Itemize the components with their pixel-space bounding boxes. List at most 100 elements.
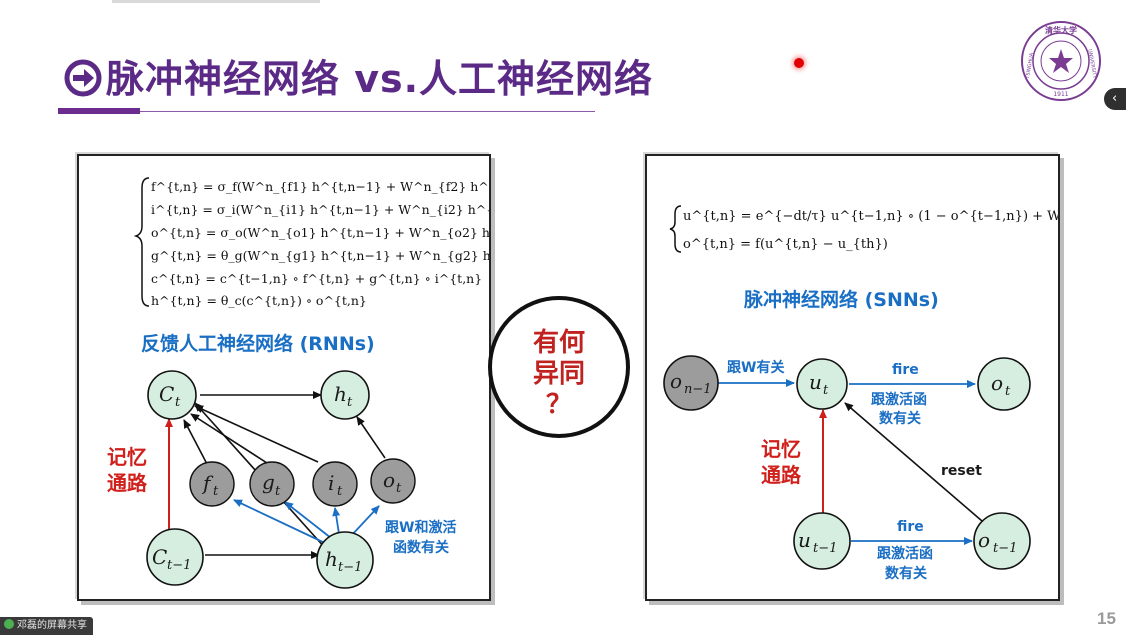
slide-title-text: 脉冲神经网络 vs.人工神经网络 <box>106 57 654 101</box>
svg-text:t−1: t−1 <box>338 560 362 575</box>
rnn-memory-label: 记忆 <box>107 445 147 469</box>
svg-text:t: t <box>275 484 281 499</box>
snn-diagram: u^{t,n} = e^{−dt/τ} u^{t−1,n} ∘ (1 − o^{… <box>663 205 1058 582</box>
snn-equation: u^{t,n} = e^{−dt/τ} u^{t−1,n} ∘ (1 − o^{… <box>683 209 1058 224</box>
svg-text:t: t <box>347 395 353 410</box>
svg-text:C: C <box>159 382 174 406</box>
question-text: 有何 异同 ？ <box>492 328 626 421</box>
collapse-panel-button[interactable]: ‹ <box>1104 88 1126 110</box>
page-number: 15 <box>1097 609 1116 628</box>
svg-text:h: h <box>334 382 347 406</box>
question-line: 有何 <box>532 328 585 358</box>
svg-text:t: t <box>213 484 219 499</box>
node-h-t: h t <box>320 370 370 420</box>
rnn-equation: o^{t,n} = σ_o(W^n_{o1} h^{t,n−1} + W^n_{… <box>151 225 489 240</box>
edge-hprev-ot <box>349 505 380 538</box>
chevron-left-icon: ‹ <box>1112 91 1118 106</box>
node-c-t: C t <box>147 370 197 420</box>
node-o-t: o t <box>977 357 1031 411</box>
svg-text:t: t <box>823 383 829 398</box>
svg-text:u: u <box>809 370 822 394</box>
snn-reset-label: reset <box>941 463 982 479</box>
screen-share-label: 邓磊的屏幕共享 <box>17 620 87 631</box>
title-underline <box>140 111 595 112</box>
node-u-t: u t <box>796 358 848 410</box>
university-logo: 清华大学 TSINGHUA UNIVERSITY 1911 <box>1021 21 1101 101</box>
window-top-stub <box>112 0 320 3</box>
svg-text:h: h <box>325 547 338 571</box>
rnn-memory-label: 通路 <box>107 471 148 495</box>
svg-text:o: o <box>383 468 395 492</box>
svg-text:o: o <box>978 528 990 552</box>
node-c-prev: C t−1 <box>146 528 204 586</box>
snn-activation-label: 跟激活函 <box>871 391 927 408</box>
rnn-heading: 反馈人工神经网络 (RNNs) <box>141 332 375 355</box>
snn-activation-label: 数有关 <box>879 410 921 427</box>
svg-text:t−1: t−1 <box>993 541 1017 556</box>
edge-hprev-gt <box>284 501 332 539</box>
snn-activation-label: 跟激活函 <box>877 545 933 562</box>
edge-hprev-ft <box>233 499 328 545</box>
snn-memory-label: 通路 <box>761 463 802 487</box>
rnn-w-label: 函数有关 <box>393 539 449 556</box>
svg-text:g: g <box>262 470 275 494</box>
equation-brace <box>133 177 150 307</box>
snn-equation: o^{t,n} = f(u^{t,n} − u_{th}) <box>683 237 888 252</box>
snn-fire-label: fire <box>897 519 924 535</box>
logo-right-text: UNIVERSITY <box>1086 49 1097 80</box>
svg-text:n−1: n−1 <box>684 382 712 397</box>
edge-ft-ct <box>183 419 208 465</box>
snn-fire-label: fire <box>892 362 919 378</box>
node-f-t: f t <box>189 461 235 507</box>
rnn-equation: h^{t,n} = θ_c(c^{t,n}) ∘ o^{t,n} <box>151 293 367 308</box>
svg-text:C: C <box>152 545 167 569</box>
svg-text:i: i <box>328 471 334 495</box>
laser-pointer-dot <box>794 58 804 68</box>
node-o-tprev: o t−1 <box>973 512 1031 570</box>
node-o-nprev: o n−1 <box>663 355 719 411</box>
svg-text:u: u <box>798 528 811 552</box>
snn-panel: u^{t,n} = e^{−dt/τ} u^{t−1,n} ∘ (1 − o^{… <box>645 154 1060 601</box>
question-line: ？ <box>545 390 572 420</box>
equation-brace <box>669 205 682 253</box>
snn-memory-label: 记忆 <box>761 437 801 461</box>
svg-text:t: t <box>1005 384 1011 399</box>
svg-text:t: t <box>175 395 181 410</box>
rnn-w-label: 跟W和激活 <box>385 519 456 536</box>
snn-heading: 脉冲神经网络 (SNNs) <box>743 288 939 311</box>
node-o-t: o t <box>370 458 416 504</box>
edge-ot-ht <box>356 416 386 459</box>
arrow-bullet-icon <box>64 59 102 97</box>
node-u-prev: u t−1 <box>793 512 851 570</box>
logo-top-text: 清华大学 <box>1045 25 1077 35</box>
svg-text:o: o <box>670 369 682 393</box>
edge-gt-ct <box>190 413 268 464</box>
rnn-equation: g^{t,n} = θ_g(W^n_{g1} h^{t,n−1} + W^n_{… <box>151 248 489 263</box>
edge-reset <box>844 402 983 522</box>
rnn-diagram: f^{t,n} = σ_f(W^n_{f1} h^{t,n−1} + W^n_{… <box>107 177 489 589</box>
svg-text:t−1: t−1 <box>167 558 191 573</box>
node-g-t: g t <box>249 461 295 507</box>
svg-text:t: t <box>337 484 343 499</box>
screen-share-badge[interactable]: 邓磊的屏幕共享 <box>0 617 93 635</box>
svg-text:t−1: t−1 <box>813 541 837 556</box>
node-i-t: i t <box>312 461 358 507</box>
question-circle: 有何 异同 ？ <box>488 296 630 438</box>
slide-title: 脉冲神经网络 vs.人工神经网络 <box>64 48 653 108</box>
snn-activation-label: 数有关 <box>885 565 927 582</box>
microphone-icon <box>4 619 14 629</box>
edge-hprev-it <box>332 507 341 535</box>
rnn-equation: i^{t,n} = σ_i(W^n_{i1} h^{t,n−1} + W^n_{… <box>151 202 489 217</box>
edge-it-ct <box>194 405 319 463</box>
svg-text:t: t <box>396 481 402 496</box>
logo-year: 1911 <box>1053 91 1068 98</box>
svg-text:o: o <box>991 371 1003 395</box>
title-underline-accent <box>58 108 140 114</box>
logo-left-text: TSINGHUA <box>1025 52 1036 80</box>
rnn-equation: f^{t,n} = σ_f(W^n_{f1} h^{t,n−1} + W^n_{… <box>151 179 489 194</box>
snn-w-label: 跟W有关 <box>727 359 784 376</box>
node-h-prev: h t−1 <box>316 531 374 589</box>
rnn-panel: f^{t,n} = σ_f(W^n_{f1} h^{t,n−1} + W^n_{… <box>77 154 491 601</box>
question-line: 异同 <box>532 359 585 389</box>
rnn-equation: c^{t,n} = c^{t−1,n} ∘ f^{t,n} + g^{t,n} … <box>151 271 482 286</box>
